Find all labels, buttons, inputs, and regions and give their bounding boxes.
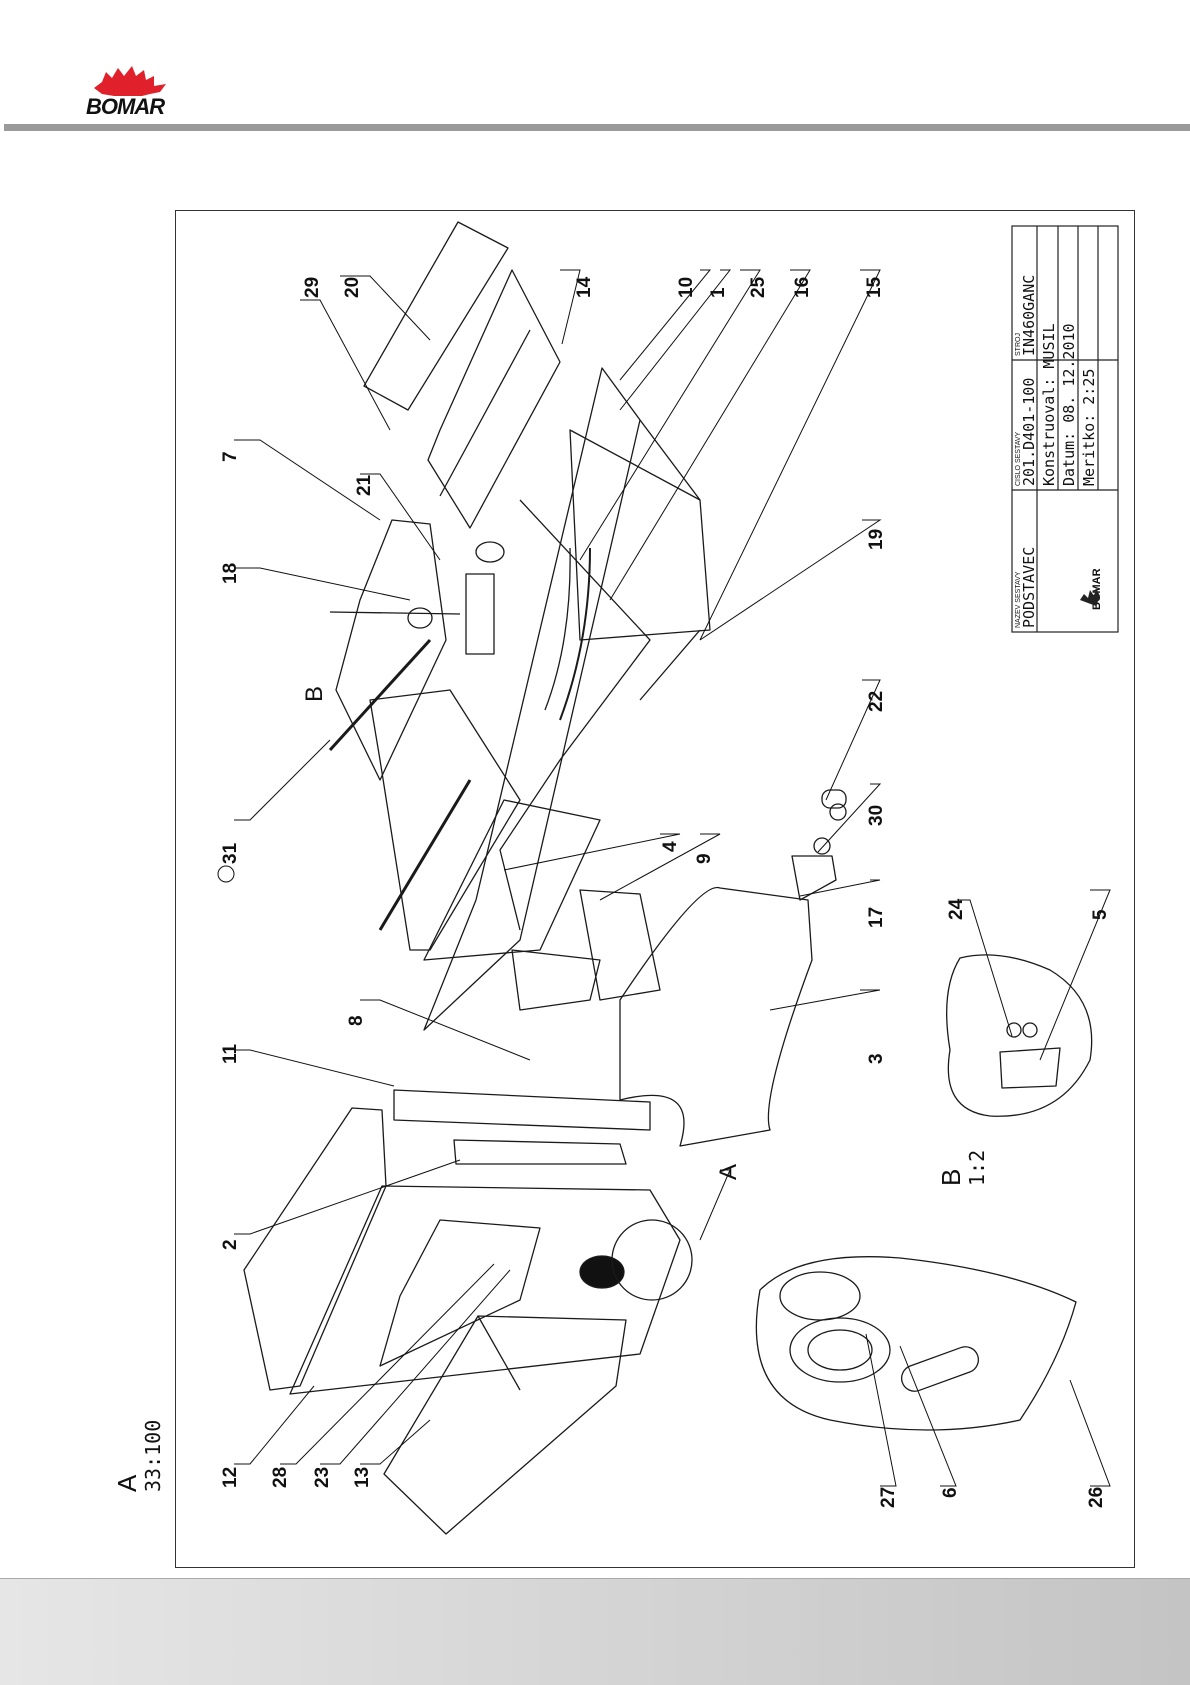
part-label-30: 30	[866, 805, 887, 826]
leader-lines	[234, 270, 1110, 1486]
detail-b-letter: B	[936, 1169, 966, 1186]
tb-logo-mark	[1080, 588, 1100, 606]
tb-machine-value: IN460GANC	[1020, 275, 1038, 356]
part-label-28: 28	[270, 1467, 291, 1488]
part-label-26: 26	[1086, 1487, 1107, 1508]
page-footer	[0, 1578, 1190, 1685]
part-label-23: 23	[312, 1467, 333, 1488]
detail-a-scale: 33:100	[141, 1420, 165, 1492]
part-label-17: 17	[866, 907, 887, 928]
part-label-8: 8	[346, 1015, 367, 1026]
part-label-2: 2	[220, 1239, 241, 1250]
part-label-16: 16	[792, 277, 813, 298]
part-label-13: 13	[352, 1467, 373, 1488]
tb-date: Datum: 08. 12.2010	[1060, 323, 1078, 486]
part-label-18: 18	[220, 563, 241, 584]
tb-designer: Konstruoval: MUSIL	[1040, 323, 1058, 486]
part-label-A: A	[715, 1164, 742, 1180]
part-label-9: 9	[694, 853, 715, 864]
part-label-22: 22	[866, 691, 887, 712]
part-label-10: 10	[676, 277, 697, 298]
part-label-B: B	[301, 686, 328, 702]
detail-b-scale: 1:2	[965, 1150, 989, 1186]
part-label-29: 29	[302, 277, 323, 298]
part-31-quantity-circle	[218, 866, 234, 882]
part-label-31: 31	[220, 842, 241, 864]
part-label-5: 5	[1090, 909, 1111, 920]
part-label-20: 20	[342, 277, 363, 298]
part-label-11: 11	[220, 1043, 241, 1064]
detail-a-letter: A	[112, 1474, 142, 1492]
part-label-27: 27	[878, 1487, 899, 1508]
part-label-3: 3	[866, 1053, 887, 1064]
part-label-19: 19	[866, 529, 887, 550]
part-label-21: 21	[354, 474, 375, 496]
part-label-1: 1	[708, 287, 729, 298]
part-label-7: 7	[220, 451, 241, 462]
part-label-25: 25	[748, 276, 769, 298]
part-label-4: 4	[660, 841, 681, 852]
part-label-15: 15	[864, 276, 885, 298]
tb-scale: Meritko: 2:25	[1080, 369, 1098, 486]
part-label-6: 6	[940, 1487, 961, 1498]
tb-name-value: PODSTAVEC	[1020, 547, 1038, 628]
part-label-14: 14	[574, 276, 595, 298]
part-label-24: 24	[946, 898, 967, 920]
part-label-12: 12	[220, 1467, 241, 1488]
tb-number-value: 201.D401-100	[1020, 378, 1038, 486]
